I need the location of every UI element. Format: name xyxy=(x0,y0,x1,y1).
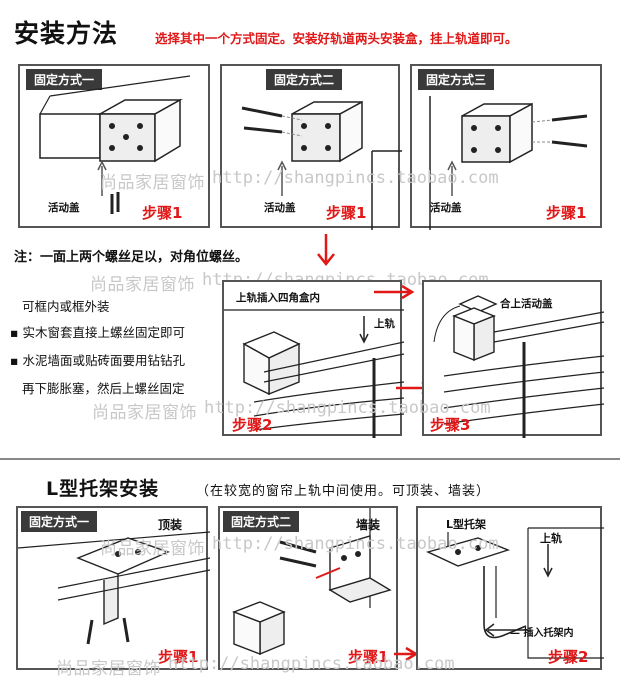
header-subtitle: 选择其中一个方式固定。安装好轨道两头安装盒，挂上轨道即可。 xyxy=(155,31,518,46)
bracket-drawing xyxy=(17,531,211,645)
panel-method-1: 固定方式一 活动盖 步骤1 xyxy=(18,64,210,228)
section3-subtitle: （在较宽的窗帘上轨中间使用。可顶装、墙装） xyxy=(196,484,491,499)
bracket-label: L型托架 xyxy=(446,518,487,531)
rail-label: 上轨 xyxy=(374,318,395,330)
note-text: 实木窗套直接上螺丝固定即可 xyxy=(22,325,185,340)
bullet-icon: ▪ xyxy=(10,325,19,340)
panel-tag: 固定方式一 xyxy=(26,69,103,90)
note-line-1: 可框内或框外装 xyxy=(22,299,110,314)
panel-tag: 固定方式二 xyxy=(223,511,300,532)
bracket-drawing xyxy=(232,508,392,656)
panel-step: 步骤1 xyxy=(348,648,389,666)
watermark-url: http://shangpincs.taobao.com xyxy=(204,398,491,418)
watermark-url: http://shangpincs.taobao.com xyxy=(212,534,499,554)
dash-icon: — xyxy=(510,628,520,639)
panel-label: 活动盖 xyxy=(430,202,462,214)
watermark-shop: 尚品家居窗饰 xyxy=(56,659,161,679)
panel-method-3: 固定方式三 活动盖 步骤1 xyxy=(410,64,602,230)
note-line-4: 再下膨胀塞，然后上螺丝固定 xyxy=(22,381,185,396)
bullet-icon: ▪ xyxy=(10,353,19,368)
panel-lbracket-3: L型托架 上轨 — 插入托架内 步骤2 xyxy=(416,506,604,670)
note-line-3: ▪ 水泥墙面或贴砖面要用钻钻孔 xyxy=(10,350,185,369)
panel-method-2: 固定方式二 活动盖 步骤1 xyxy=(220,64,402,230)
panel-step: 步骤1 xyxy=(546,204,587,222)
watermark-shop: 尚品家居窗饰 xyxy=(100,173,205,193)
panel-step-3: 合上活动盖 步骤3 xyxy=(422,280,605,438)
panel-step: 步骤1 xyxy=(326,204,367,222)
note-line-2: ▪ 实木窗套直接上螺丝固定即可 xyxy=(10,322,185,341)
bracket-drawing xyxy=(241,100,402,230)
panel-label: 上轨插入四角盒内 xyxy=(236,292,320,304)
watermark-shop: 尚品家居窗饰 xyxy=(100,539,205,559)
section1-note: 注：一面上两个螺丝足以，对角位螺丝。 xyxy=(14,250,249,265)
rail-drawing xyxy=(224,309,405,438)
insert-label: — 插入托架内 xyxy=(510,624,573,639)
section3-title: L型托架安装 xyxy=(46,478,160,500)
note-text: 水泥墙面或贴砖面要用钻钻孔 xyxy=(22,353,185,368)
panel-lbracket-1: 固定方式一 顶装 步骤1 xyxy=(16,506,211,670)
panel-tag: 固定方式一 xyxy=(21,511,98,532)
watermark-url: http://shangpincs.taobao.com xyxy=(212,168,499,188)
section-divider xyxy=(0,458,620,460)
panel-step: 步骤3 xyxy=(430,416,471,434)
panel-tag: 固定方式三 xyxy=(418,69,495,90)
panel-step: 步骤1 xyxy=(158,648,199,666)
panel-label: 活动盖 xyxy=(48,202,80,214)
panel-label: 活动盖 xyxy=(264,202,296,214)
panel-step: 步骤2 xyxy=(232,416,273,434)
watermark-shop: 尚品家居窗饰 xyxy=(90,275,195,295)
watermark-url: http://shangpincs.taobao.com xyxy=(168,654,455,674)
panel-tag: 固定方式二 xyxy=(266,69,343,90)
panel-step: 步骤1 xyxy=(142,204,183,222)
panel-step: 步骤2 xyxy=(548,648,589,666)
panel-label: 合上活动盖 xyxy=(500,298,553,310)
panel-label: 墙装 xyxy=(356,518,381,532)
panel-label: 顶装 xyxy=(158,518,183,532)
watermark-shop: 尚品家居窗饰 xyxy=(92,403,197,423)
rail-drawing xyxy=(433,295,605,438)
bracket-drawing xyxy=(429,96,588,230)
panel-lbracket-2: 固定方式二 墙装 步骤1 xyxy=(218,506,398,670)
insert-text: 插入托架内 xyxy=(523,628,574,639)
rail-label: 上轨 xyxy=(540,532,562,545)
header-title: 安装方法 xyxy=(14,19,119,48)
bracket-drawing xyxy=(425,527,604,659)
bracket-drawing xyxy=(39,75,191,214)
panel-step-2: 上轨插入四角盒内 上轨 步骤2 xyxy=(222,280,405,438)
